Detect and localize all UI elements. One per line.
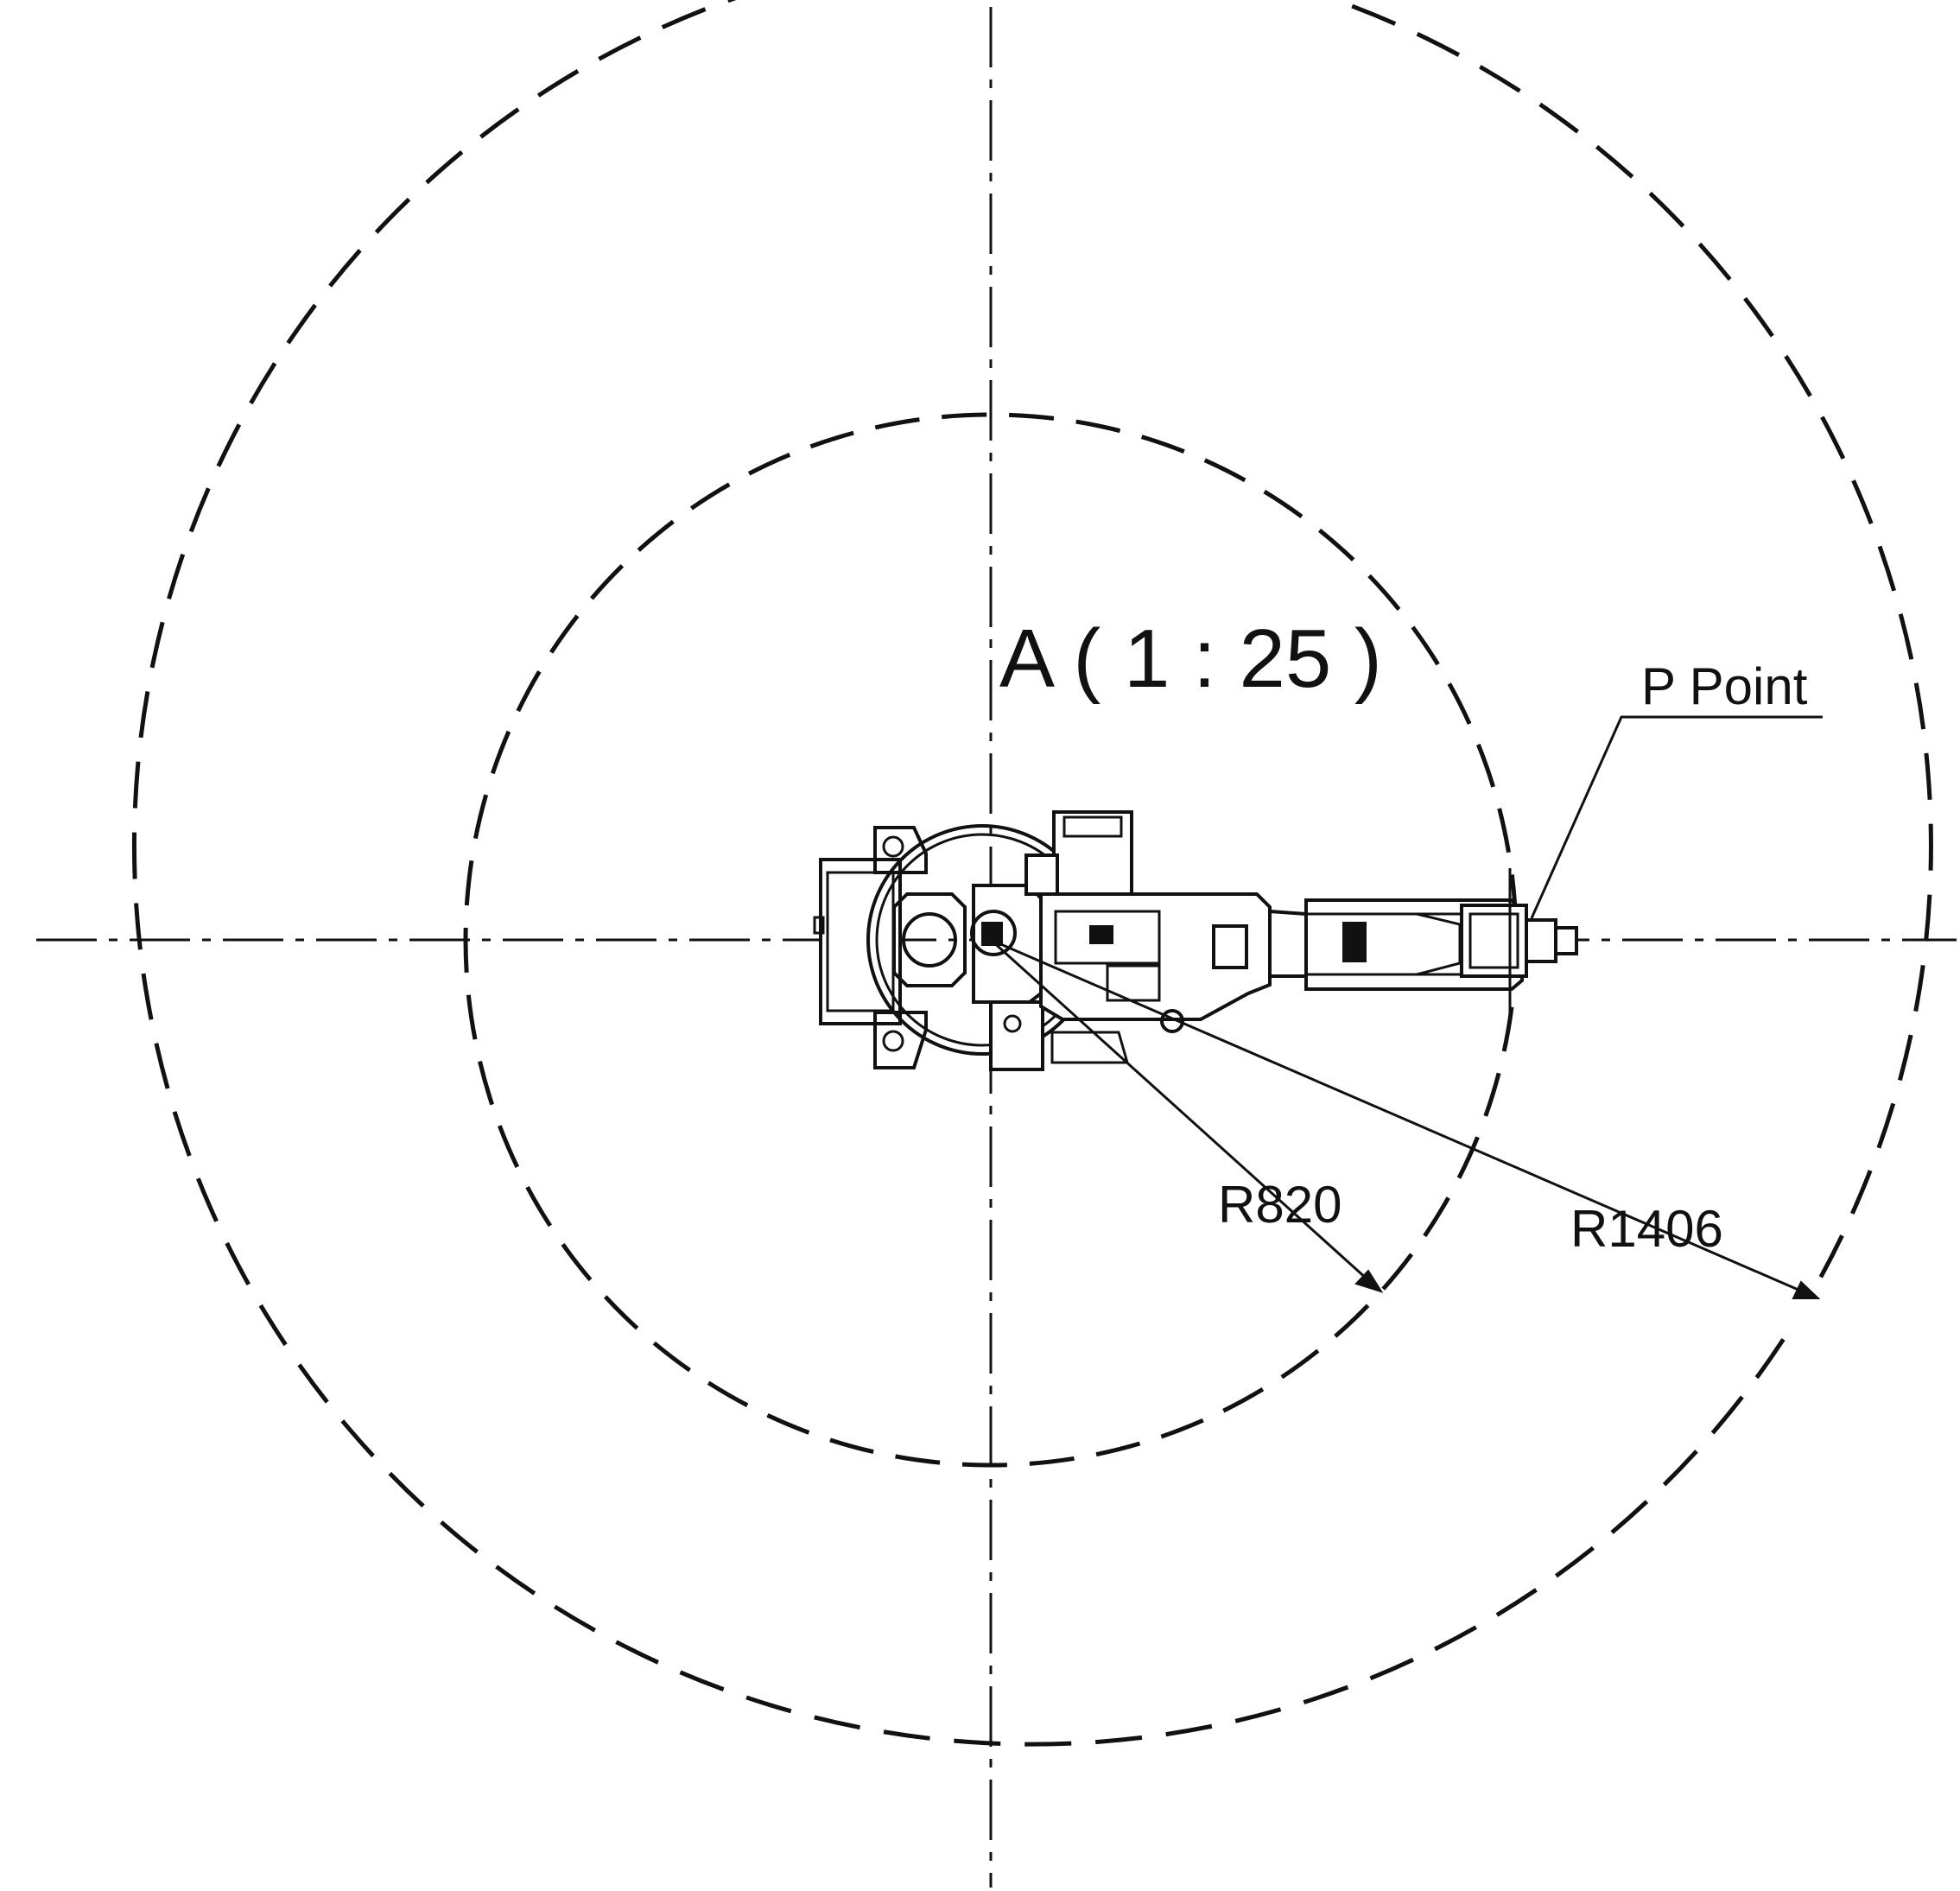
motor-box [1052,810,1133,909]
base-joint-circle [902,912,957,968]
r820-leader [989,938,1378,1289]
dimension-lines [989,715,1823,1299]
base-octagon [892,892,967,987]
motor-cap [1062,815,1123,838]
wrist-flange [1460,868,1578,1019]
p-point-leader [1530,715,1823,919]
robot-base [813,824,1098,1069]
upper-arm-lower-lip [1050,1031,1129,1064]
forearm-dark-block [1342,922,1367,962]
upper-arm-dark-detail [1089,925,1113,944]
r1406-leader [990,938,1813,1298]
wrist-inner [1468,912,1519,969]
flange-plate [1525,918,1557,963]
shoulder-joint-circle [970,910,1017,956]
r1406-arrowhead [1792,1280,1821,1299]
base-top-lug [873,826,928,874]
p-point-label: P Point [1641,657,1808,715]
motor-side-block [1024,853,1059,896]
labels: A ( 1 : 25 ) P Point R820 R1406 [999,612,1808,1258]
upper-arm [1039,892,1272,1064]
shoulder-lower-block [989,1000,1044,1071]
shoulder-bolt [1003,1014,1022,1033]
shoulder-housing [970,810,1133,1071]
flange-tip [1554,926,1578,955]
r1406-label: R1406 [1570,1200,1723,1258]
r820-arrowhead [1354,1269,1384,1293]
base-plate [819,858,902,1025]
forearm-neck [1268,909,1308,978]
base-bottom-lug [873,1011,928,1069]
outer-reach-circle [131,0,1933,1747]
base-bolt-bottom [882,1030,904,1052]
upper-arm-hole [1160,1009,1184,1033]
robot-top-view [813,810,1578,1071]
base-stub [813,916,825,935]
base-bolt-top [882,835,904,858]
r820-label: R820 [1218,1176,1342,1234]
view-scale-label: A ( 1 : 25 ) [999,612,1382,705]
wrist-block [1460,904,1528,978]
upper-arm-inner [1054,910,1161,965]
upper-arm-side-bump [1212,924,1248,969]
